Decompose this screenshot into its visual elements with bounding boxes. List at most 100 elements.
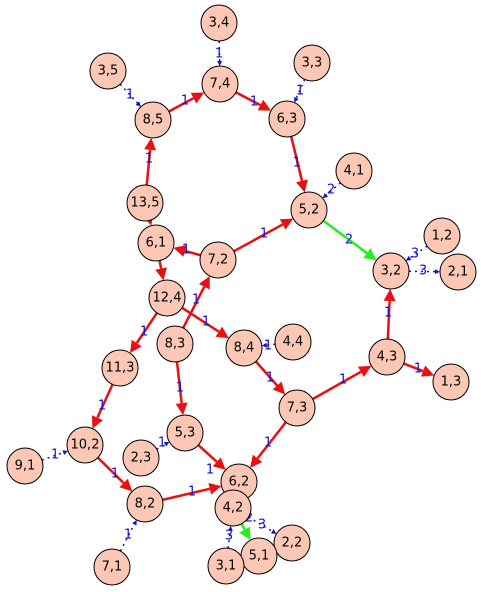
arrowhead xyxy=(296,179,308,193)
edge-2,3-to-5,3 xyxy=(156,441,170,450)
arrowhead xyxy=(272,381,286,395)
arrowhead xyxy=(212,457,226,470)
node-8-5: 8,5 xyxy=(134,101,172,139)
edge-line xyxy=(158,260,163,269)
edge-5,2-to-3,2 xyxy=(322,219,377,261)
node-3-5: 3,5 xyxy=(89,52,127,90)
node-4-1: 4,1 xyxy=(335,152,373,190)
node-circle xyxy=(268,100,306,138)
edge-weight-label: 3 xyxy=(419,264,427,279)
arrowhead xyxy=(261,342,268,348)
edge-weight-label: 3 xyxy=(411,247,419,262)
edge-line xyxy=(386,300,391,340)
edge-6,1-to-12,4 xyxy=(155,260,167,281)
arrowhead xyxy=(227,525,233,532)
node-label: 6,1 xyxy=(146,236,167,251)
edge-weight-label: 1 xyxy=(264,339,272,354)
edge-line xyxy=(181,306,220,333)
node-label: 5,1 xyxy=(249,549,270,564)
node-8-2: 8,2 xyxy=(126,485,164,523)
arrowhead xyxy=(294,96,299,103)
arrowhead xyxy=(91,415,103,429)
edge-line xyxy=(403,362,424,373)
edge-line xyxy=(248,516,273,532)
edge-line xyxy=(156,443,166,450)
edge-weight-label: 1 xyxy=(260,227,268,242)
node-label: 8,4 xyxy=(234,341,255,356)
edge-weight-label: 1 xyxy=(339,373,347,388)
arrowhead xyxy=(155,267,167,281)
edge-3,1-to-4,2 xyxy=(227,525,233,549)
edge-13,5-to-8,5 xyxy=(144,137,157,186)
node-5-2: 5,2 xyxy=(290,191,328,229)
edge-line xyxy=(41,451,64,461)
node-5-3: 5,3 xyxy=(166,414,204,452)
arrowhead xyxy=(322,193,329,199)
edge-8,4-to-7,3 xyxy=(254,360,286,395)
edge-weight-label: 1 xyxy=(126,88,134,103)
edge-line xyxy=(96,456,125,484)
node-circle xyxy=(207,547,245,585)
node-label: 8,3 xyxy=(165,337,186,352)
node-circle xyxy=(423,217,461,255)
node-label: 3,3 xyxy=(302,56,323,71)
arrowhead xyxy=(250,454,263,468)
node-label: 10,2 xyxy=(71,438,100,453)
edge-8,3-to-5,3 xyxy=(175,361,188,416)
arrowhead xyxy=(270,529,277,534)
node-circle xyxy=(122,439,160,477)
edge-weight-label: 1 xyxy=(192,293,200,308)
edge-4,3-to-3,2 xyxy=(383,288,396,340)
node-13-5: 13,5 xyxy=(126,184,164,222)
node-label: 7,1 xyxy=(102,560,123,575)
edge-1,2-to-3,2 xyxy=(405,245,428,261)
node-label: 3,5 xyxy=(98,64,119,79)
arrowhead xyxy=(217,60,223,67)
edge-line xyxy=(266,343,276,346)
node-4-2: 4,2 xyxy=(214,489,252,527)
edge-line xyxy=(254,360,279,387)
edge-weight-label: 1 xyxy=(188,485,196,500)
arrowhead xyxy=(279,218,294,230)
node-circle xyxy=(439,253,477,291)
edge-weight-label: 1 xyxy=(124,528,132,543)
edge-7,1-to-8,2 xyxy=(119,519,137,552)
node-circle xyxy=(156,325,194,363)
arrowhead xyxy=(144,137,157,151)
edge-weight-label: 1 xyxy=(98,399,106,414)
edge-weight-label: 1 xyxy=(176,381,184,396)
edge-weight-label: 3 xyxy=(258,518,266,533)
arrowhead xyxy=(190,92,205,104)
node-1-2: 1,2 xyxy=(423,217,461,255)
node-label: 2,1 xyxy=(448,265,469,280)
node-label: 12,4 xyxy=(153,291,182,306)
node-10-2: 10,2 xyxy=(66,426,104,464)
node-label: 7,2 xyxy=(208,253,229,268)
edge-line xyxy=(168,97,195,113)
arrowhead xyxy=(357,365,372,378)
arrowhead xyxy=(130,339,142,354)
node-circle xyxy=(368,338,406,376)
edge-weight-label: 1 xyxy=(250,95,258,110)
node-circle xyxy=(101,349,139,387)
node-label: 6,3 xyxy=(277,112,298,127)
edge-7,3-to-6,2 xyxy=(250,421,287,468)
node-circle xyxy=(93,548,131,586)
node-circle xyxy=(199,241,237,279)
node-label: 2,3 xyxy=(131,451,152,466)
edge-weight-label: 1 xyxy=(206,463,214,478)
node-circle xyxy=(137,224,175,262)
arrowhead xyxy=(239,526,251,541)
node-label: 9,1 xyxy=(15,459,36,474)
edge-weight-label: 3 xyxy=(225,529,233,544)
edge-7,3-to-4,3 xyxy=(312,365,372,401)
edge-line xyxy=(290,136,304,182)
edge-3,4-to-7,4 xyxy=(217,40,223,67)
node-circle xyxy=(372,252,410,290)
node-label: 5,2 xyxy=(299,203,320,218)
edge-11,3-to-10,2 xyxy=(91,383,114,429)
edge-weight-label: 1 xyxy=(140,325,148,340)
edge-3,3-to-6,3 xyxy=(294,79,306,103)
node-circle xyxy=(66,426,104,464)
